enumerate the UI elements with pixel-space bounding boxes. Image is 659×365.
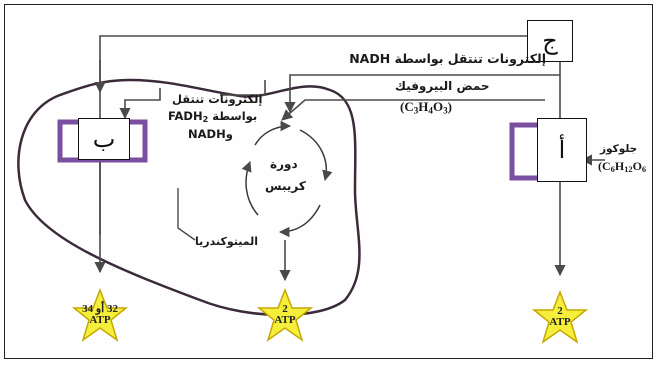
electrons-fadh-line3: وNADH bbox=[188, 128, 233, 141]
mitochondria-pointer bbox=[178, 188, 195, 240]
glucose-label: جلوكوز bbox=[600, 143, 637, 155]
atp-star-middle-label: 2 ATP bbox=[265, 304, 305, 326]
mitochondria-label: الميتوكندريا bbox=[195, 236, 258, 249]
fadh-arrow bbox=[125, 88, 160, 118]
atp-star-right-label: 2 ATP bbox=[540, 306, 580, 328]
electrons-nadh-text: إلكترونات تنتقل بواسطة NADH bbox=[349, 52, 546, 66]
electrons-fadh-line2: بواسطة FADH2 bbox=[168, 110, 257, 124]
atp-star-left-label: 32 أو 34 ATP bbox=[78, 304, 122, 326]
atp-star-middle-unit: ATP bbox=[265, 315, 305, 326]
atp-star-right-unit: ATP bbox=[540, 317, 580, 328]
electrons-fadh-line1: إلكترونات تنتقل bbox=[172, 93, 262, 106]
krebs-line2: كريبس bbox=[265, 180, 306, 194]
label-a: أ bbox=[537, 118, 587, 182]
label-b: ب bbox=[78, 118, 130, 160]
pyruvic-acid-text: حمض البيروفيك bbox=[395, 80, 490, 94]
krebs-line1: دورة bbox=[270, 158, 298, 172]
atp-star-left-unit: ATP bbox=[78, 315, 122, 326]
glucose-formula: (C6H12O6 bbox=[598, 160, 646, 175]
pyruvic-formula: (C3H4O3) bbox=[400, 100, 452, 116]
